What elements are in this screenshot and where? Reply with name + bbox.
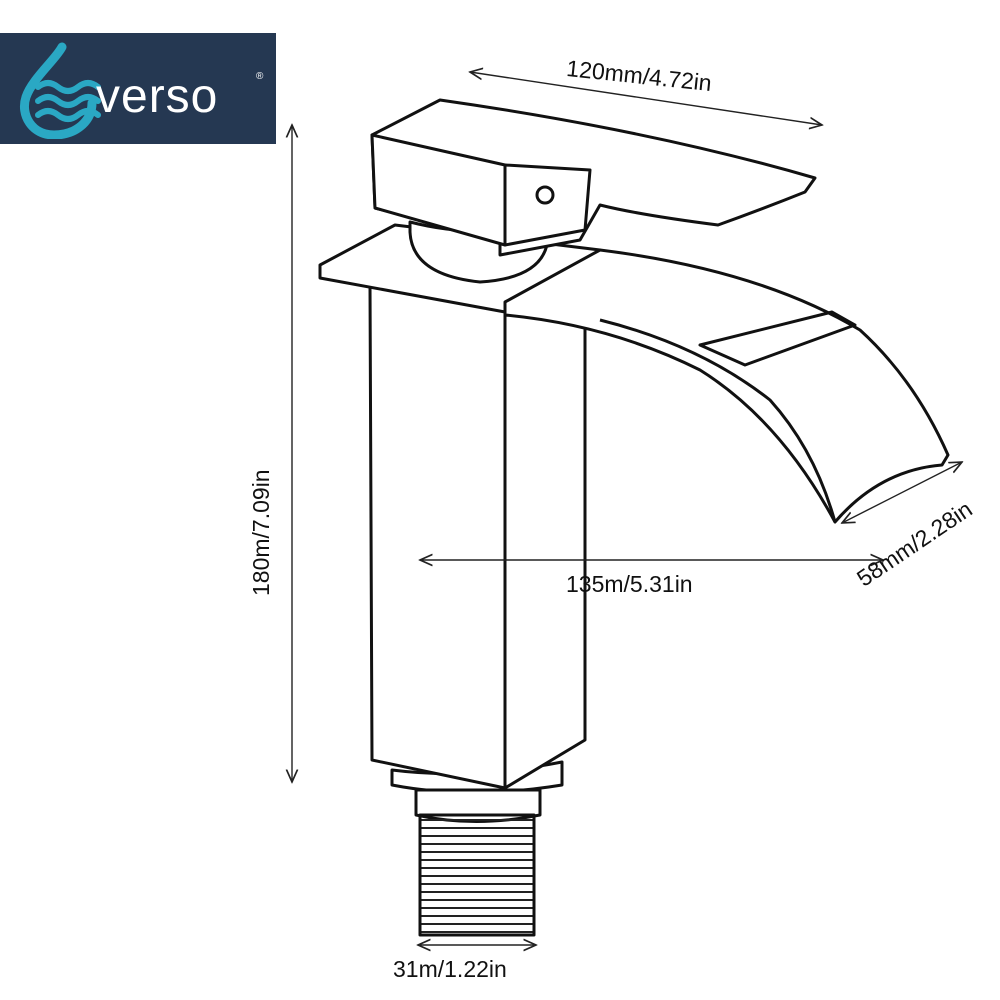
- faucet-body-side: [503, 286, 587, 790]
- label-thread-diameter: 31m/1.22in: [393, 956, 507, 982]
- label-height: 180m/7.09in: [248, 469, 274, 596]
- dim-line-spout-width: [842, 462, 962, 523]
- faucet-body-front: [368, 283, 507, 790]
- faucet-outline: [318, 98, 950, 937]
- dim-line-spout-length: [470, 72, 822, 125]
- label-reach: 135m/5.31in: [566, 571, 693, 597]
- registered-mark: ®: [256, 71, 264, 82]
- water-drop-icon: [20, 42, 101, 139]
- handle-side-block: [503, 163, 592, 247]
- spout-lip: [698, 310, 857, 367]
- set-screw: [535, 185, 555, 205]
- brand-name: verso: [96, 70, 219, 123]
- spout-inner-edge: [599, 318, 837, 523]
- threaded-inlet: [418, 813, 536, 937]
- brand-logo: verso ®: [0, 33, 276, 144]
